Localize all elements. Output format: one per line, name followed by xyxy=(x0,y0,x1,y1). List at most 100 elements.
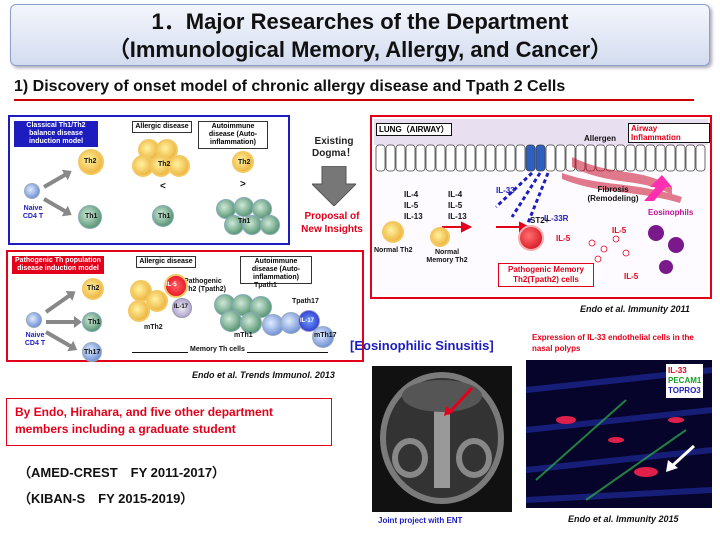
cytokines-memory-th2: IL-4 IL-5 IL-13 xyxy=(448,189,467,222)
il17-label: IL-17 xyxy=(174,304,189,310)
th2-cell xyxy=(82,278,104,300)
normal-th2-label: Normal Th2 xyxy=(374,247,413,254)
fluorescence-legend: IL-33 PECAM1 TOPRO3 xyxy=(666,364,704,398)
cytokine-il4: IL-4 xyxy=(404,190,419,199)
classical-allergic-label: Allergic disease xyxy=(132,121,192,133)
greater-than-sign: > xyxy=(240,179,246,190)
tpath2-cell xyxy=(518,225,544,251)
th2-label: Th2 xyxy=(84,158,97,165)
mth1-cluster-cell xyxy=(240,312,262,334)
tpath2-cell xyxy=(164,274,188,298)
arrow-to-th2 xyxy=(43,172,68,189)
slide-title-line1: 1．Major Researches of the Department xyxy=(151,9,569,34)
proposal-text: Proposal of New Insights xyxy=(301,211,363,235)
allergen-label: Allergen xyxy=(584,134,617,143)
pathogenic-memory-label: Pathogenic Memory Th2(Tpath2) cells xyxy=(498,263,594,287)
slide-subtitle: 1) Discovery of onset model of chronic a… xyxy=(14,78,566,95)
classical-autoimmune-label: Autoimmune disease (Auto-inflammation) xyxy=(198,121,268,149)
il33r-label: IL-33R xyxy=(544,214,569,223)
th1-cell xyxy=(82,312,102,332)
th1-cluster-label: Th1 xyxy=(238,218,251,225)
existing-dogma-text: Existing Dogma！ xyxy=(312,136,356,159)
mth1-label: mTh1 xyxy=(234,332,253,339)
naive-cd4-cell xyxy=(24,183,40,199)
naive-cd4-label: Naive CD4 T xyxy=(22,205,44,220)
normal-memory-th2-cell xyxy=(430,227,450,247)
th17-cell xyxy=(82,342,102,362)
th1-cell xyxy=(152,205,174,227)
il5-label-a: IL-5 xyxy=(556,234,571,243)
th2-cell xyxy=(78,149,104,175)
th2-cell xyxy=(232,151,254,173)
il17-label-b: IL-17 xyxy=(300,318,315,324)
th1-cluster-cell xyxy=(234,197,254,217)
immunity2011-citation: Endo et al. Immunity 2011 xyxy=(580,304,690,314)
th2-cluster-label: Th2 xyxy=(158,161,171,168)
mth1-cluster-cell xyxy=(220,310,242,332)
lung-label: LUNG（AIRWAY） xyxy=(376,123,452,136)
legend-il33: IL-33 xyxy=(668,366,687,375)
fibrosis-label: Fibrosis (Remodeling) xyxy=(587,185,639,203)
less-than-sign: < xyxy=(160,181,166,192)
classical-model-label: Classical Th1/Th2 balance disease induct… xyxy=(14,121,98,147)
cytokine-il13: IL-13 xyxy=(448,212,467,221)
subtitle-underline xyxy=(14,99,694,101)
legend-topro3: TOPRO3 xyxy=(668,386,701,395)
il5-label-b: IL-5 xyxy=(612,226,627,235)
il33-label: IL-33 xyxy=(496,186,515,195)
ent-joint-label: Joint project with ENT xyxy=(378,516,463,525)
trends-citation: Endo et al. Trends Immunol. 2013 xyxy=(192,370,335,380)
normal-th2-cell xyxy=(382,221,404,243)
ct-scan-image xyxy=(372,366,512,512)
il33-expression-label: Expression of IL-33 endothelial cells in… xyxy=(532,333,694,353)
mth17-cluster-cell xyxy=(312,326,334,348)
pathogenic-allergic-label: Allergic disease xyxy=(136,256,196,268)
down-arrow-icon xyxy=(312,166,356,206)
th17-label: Th17 xyxy=(84,349,101,356)
mth2-label: mTh2 xyxy=(144,324,163,331)
normal-memory-th2-label: Normal Memory Th2 xyxy=(426,249,468,264)
pathogenic-autoimmune-label: Autoimmune disease (Auto-inflammation) xyxy=(240,256,312,284)
memory-th-label: Memory Th cells xyxy=(188,346,247,354)
pathogenic-th2-label: Pathogenic Th2 (Tpath2) xyxy=(184,278,226,293)
il17-cell xyxy=(172,298,192,318)
tpath17-cell xyxy=(298,310,320,332)
pathogenic-model-label: Pathogenic Th population disease inducti… xyxy=(12,256,104,274)
cytokine-il5: IL-5 xyxy=(448,201,463,210)
airway-inflammation-label: Airway Inflammation xyxy=(628,123,710,143)
tpath1-label: Tpath1 xyxy=(254,282,277,289)
legend-pecam1: PECAM1 xyxy=(668,376,702,385)
th2-label: Th2 xyxy=(238,159,251,166)
th1-label: Th1 xyxy=(85,213,98,220)
naive-cd4-label: Naive CD4 T xyxy=(24,332,46,347)
cytokine-il13: IL-13 xyxy=(404,212,423,221)
sinusitis-title: [Eosinophilic Sinusitis] xyxy=(350,338,494,353)
mth2-cluster-cell xyxy=(146,290,168,312)
classical-model-panel: Classical Th1/Th2 balance disease induct… xyxy=(8,115,290,245)
cytokines-normal-th2: IL-4 IL-5 IL-13 xyxy=(404,189,423,222)
lung-panel: LUNG（AIRWAY） Airway Inflammation Allerge… xyxy=(370,115,712,299)
th2-cluster-cell xyxy=(168,155,190,177)
mth17-label: mTh17 xyxy=(314,332,337,339)
th1-label: Th1 xyxy=(158,213,171,220)
grant-amed: （AMED-CREST FY 2011-2017） xyxy=(18,465,226,480)
cytokine-il4: IL-4 xyxy=(448,190,463,199)
naive-cd4-cell xyxy=(26,312,42,328)
cytokine-il5: IL-5 xyxy=(404,201,419,210)
slide-title-box: 1．Major Researches of the Department （Im… xyxy=(10,4,710,66)
arrow-to-th1 xyxy=(46,316,82,328)
il5-label: IL-5 xyxy=(166,282,177,288)
slide-title-line2: （Immunological Memory, Allergy, and Canc… xyxy=(107,37,613,62)
th1-label: Th1 xyxy=(88,319,101,326)
eosinophils-label: Eosinophils xyxy=(648,208,694,217)
arrow-to-th2 xyxy=(44,293,72,314)
mth2-cluster-cell xyxy=(128,300,150,322)
th1-cell xyxy=(78,205,102,229)
credits-box: By Endo, Hirahara, and five other depart… xyxy=(6,398,332,446)
tpath17-label: Tpath17 xyxy=(292,298,319,305)
th2-label: Th2 xyxy=(87,285,100,292)
immunity2015-citation: Endo et al. Immunity 2015 xyxy=(568,514,679,524)
il5-label-c: IL-5 xyxy=(624,272,639,281)
th1-cluster-cell xyxy=(260,215,280,235)
pathogenic-model-panel: Pathogenic Th population disease inducti… xyxy=(6,250,364,362)
